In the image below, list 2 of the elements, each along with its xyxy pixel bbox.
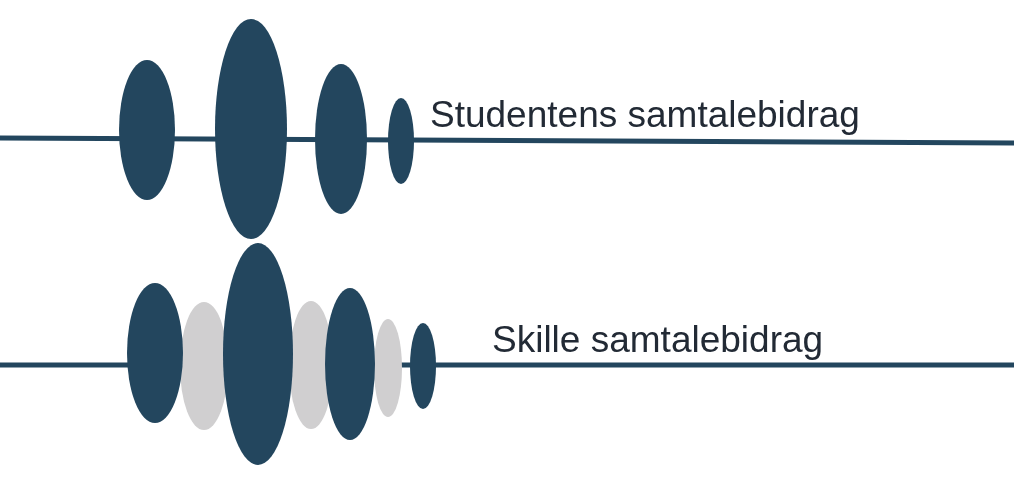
row-label: Skille samtalebidrag — [492, 321, 824, 358]
row-label: Studentens samtalebidrag — [430, 96, 860, 133]
